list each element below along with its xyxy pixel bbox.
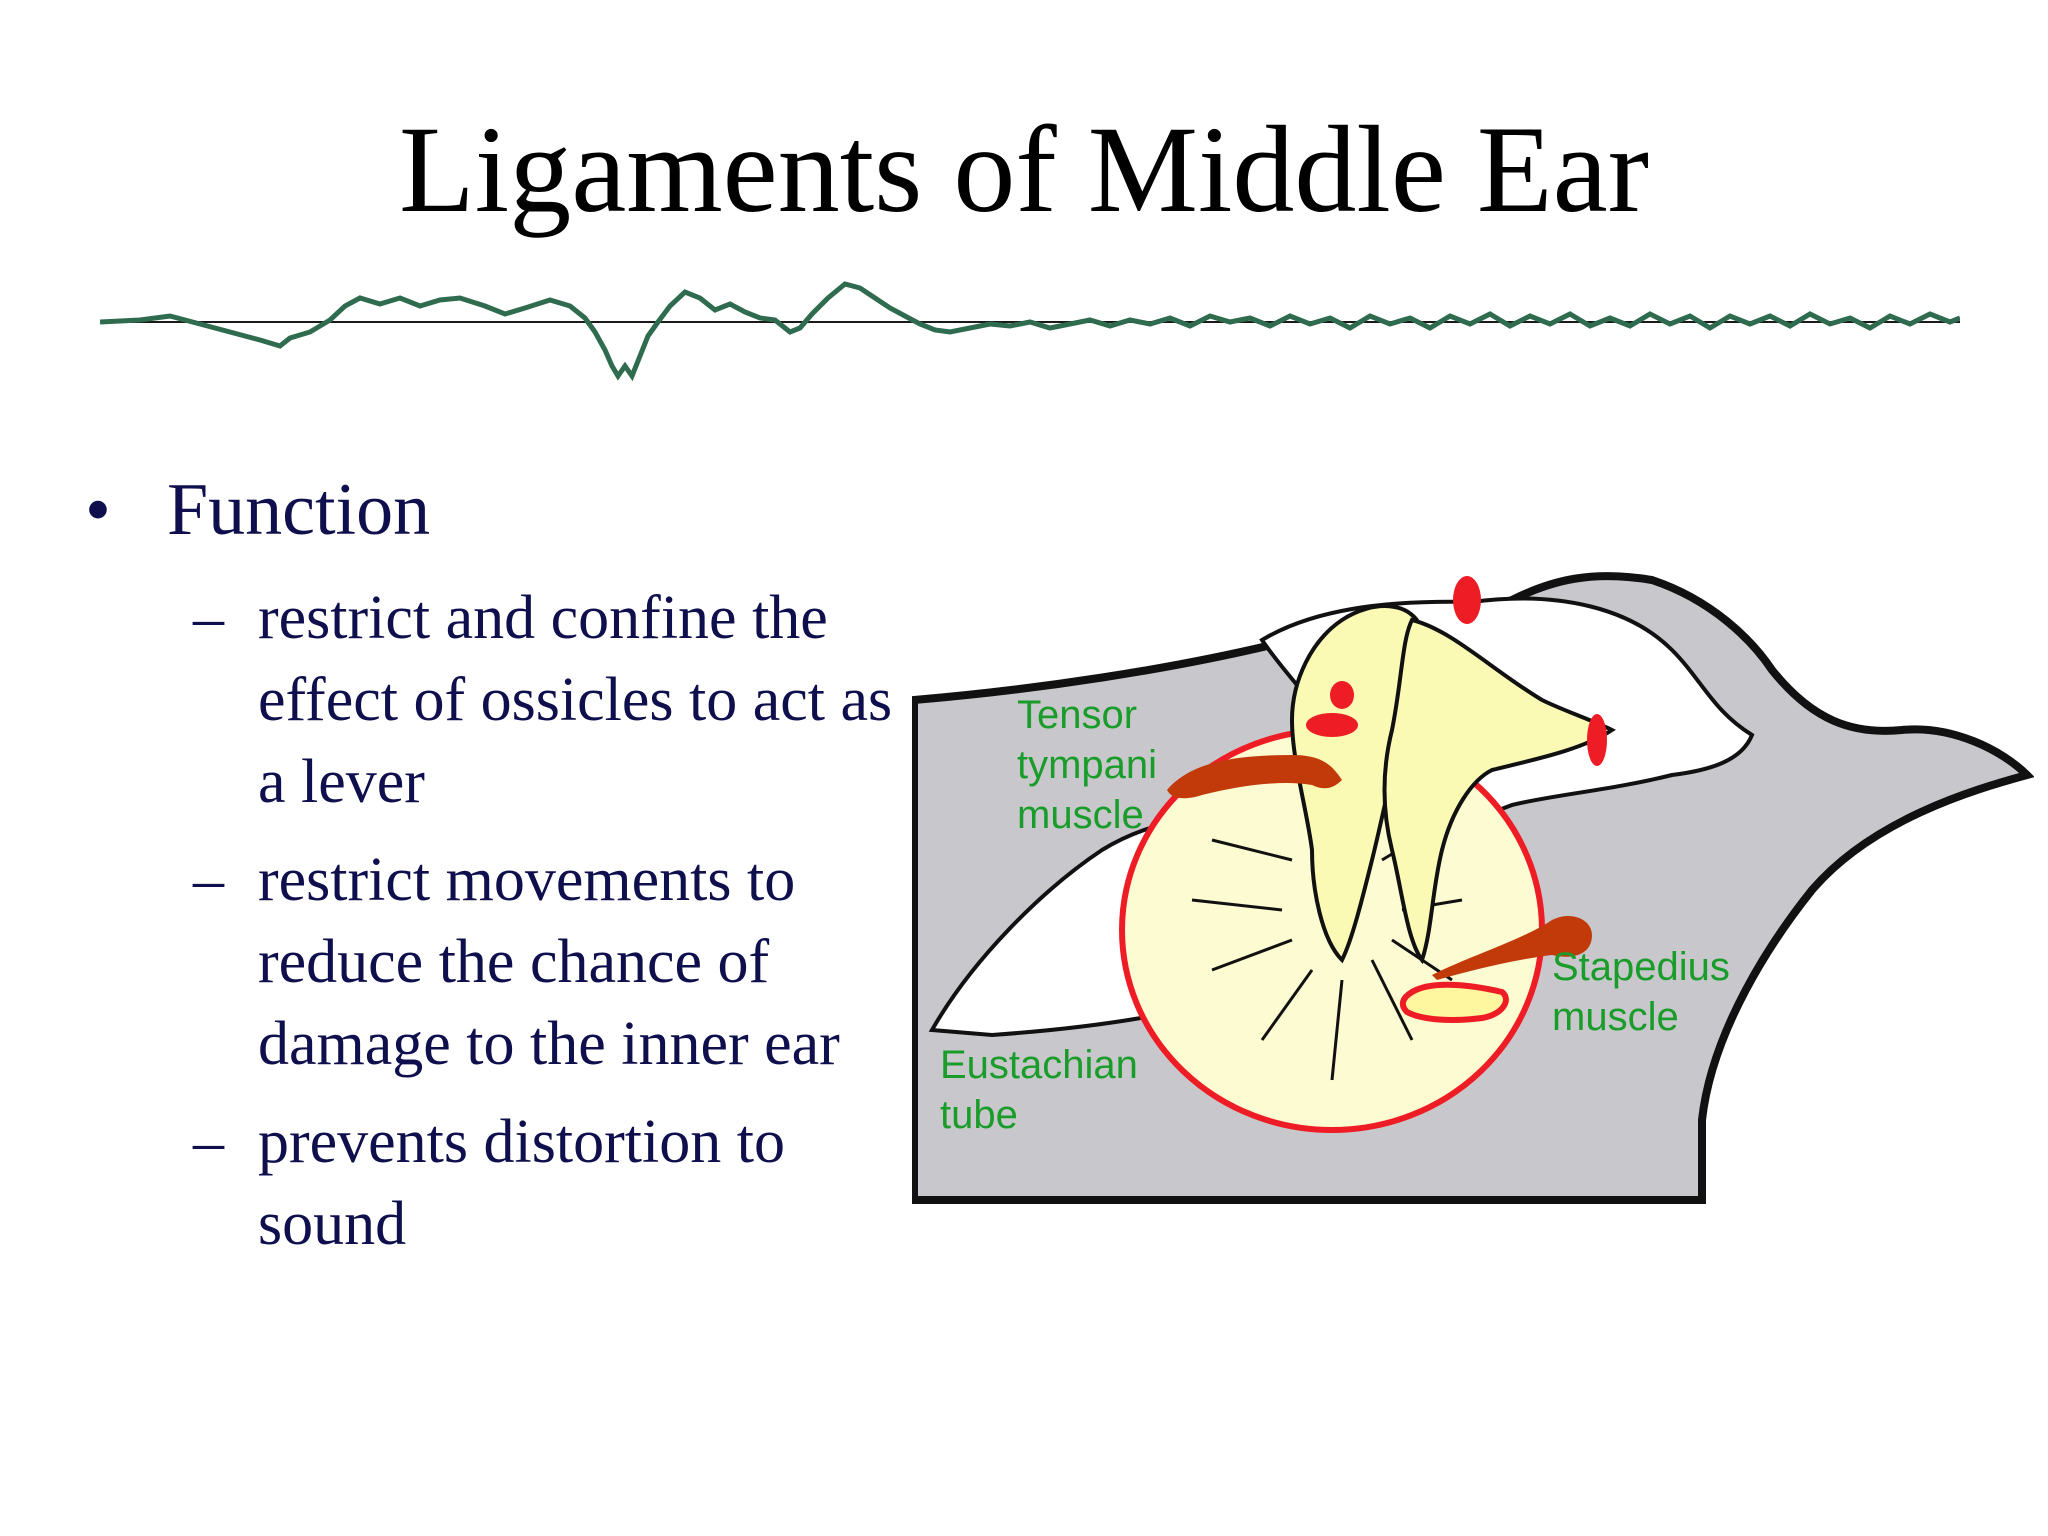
sub-bullet-item: – prevents distortion to sound [85,1101,905,1265]
anterior-ligament [1306,713,1358,737]
posterior-ligament [1587,714,1607,766]
sub-bullet-item: – restrict and confine the effect of oss… [85,577,905,823]
bullet-label: Function [167,469,431,551]
sound-waveform [100,281,1960,382]
dash-marker: – [193,1108,224,1176]
label-tensor-line3: muscle [1017,793,1144,837]
stapes [1399,981,1509,1023]
dash-marker: – [193,846,224,914]
label-tensor-line2: tympani [1017,743,1157,787]
bullet-marker: • [85,469,111,551]
tensor-tympani-muscle [1167,755,1342,799]
label-eustachian-line2: tube [940,1093,1018,1137]
label-tensor-line1: Tensor [1017,693,1137,737]
sub-bullet-text: restrict and confine the effect of ossic… [258,584,893,816]
sub-bullet-list: – restrict and confine the effect of oss… [85,577,905,1265]
slide-title: Ligaments of Middle Ear [399,101,1649,238]
label-stapedius-line1: Stapedius [1552,945,1730,989]
sub-bullet-text: prevents distortion to sound [258,1108,785,1258]
bullet-function: • Function [85,465,905,555]
bullet-list: • Function – restrict and confine the ef… [85,465,905,1281]
label-stapedius-line2: muscle [1552,995,1679,1039]
dash-marker: – [193,584,224,652]
sub-bullet-item: – restrict movements to reduce the chanc… [85,839,905,1085]
incus [1382,617,1616,965]
superior-ligament [1453,576,1481,624]
label-eustachian-line1: Eustachian [940,1043,1138,1087]
anterior-ligament-top [1330,681,1354,709]
sub-bullet-text: restrict movements to reduce the chance … [258,846,840,1078]
stapedius-muscle [1432,915,1592,980]
middle-ear-diagram: Tensor tympani muscle Eustachian tube St… [910,560,2035,1210]
